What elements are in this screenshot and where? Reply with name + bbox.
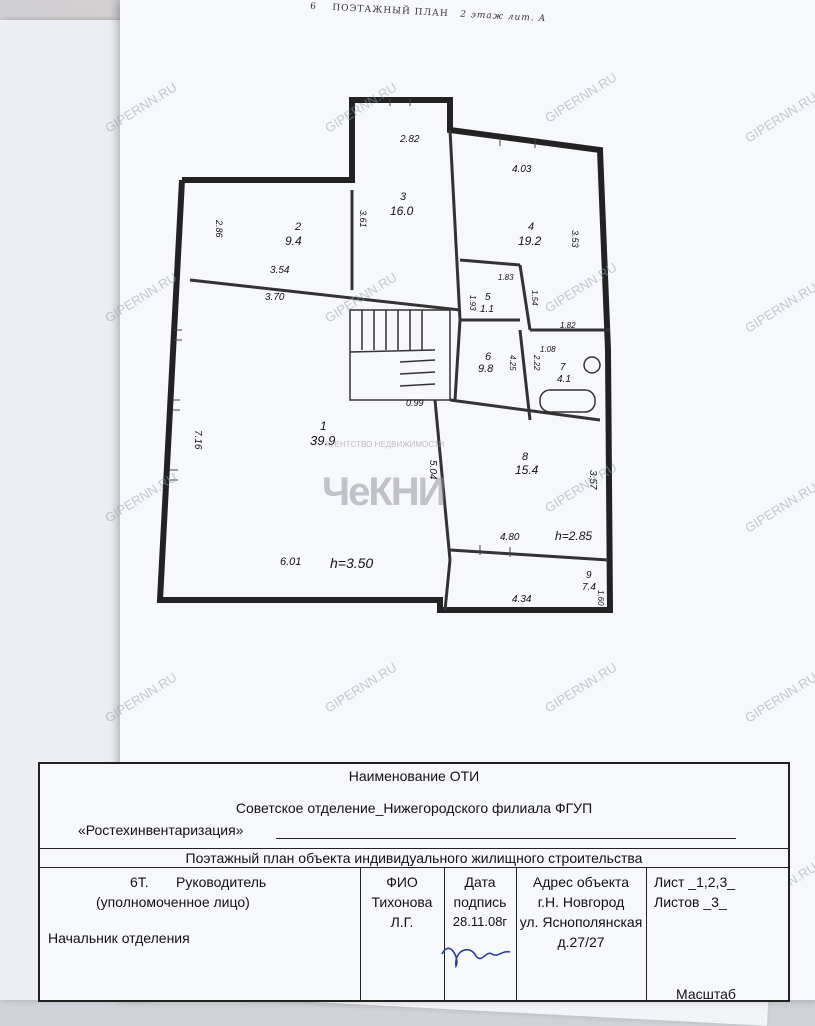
room-8-number: 8 <box>522 451 529 463</box>
prefix-label: 6Т. <box>130 874 149 890</box>
dim-1-93: 1.93 <box>468 295 477 311</box>
room-9-area: 7.4 <box>582 582 596 593</box>
date-header: Дата <box>464 874 496 890</box>
dim-1-82: 1.82 <box>560 321 576 330</box>
dim-5-04: 5.04 <box>427 460 438 480</box>
role-header-sub: (уполномоченное лицо) <box>96 894 250 910</box>
column-divider <box>444 867 445 1000</box>
bathroom-fixtures <box>539 356 601 413</box>
dim-0-99: 0.99 <box>406 398 424 408</box>
organization-name: Советское отделение_Нижегородского филиа… <box>235 800 593 816</box>
dim-3-54: 3.54 <box>270 265 290 276</box>
underline <box>276 838 736 839</box>
dim-4-03: 4.03 <box>512 164 532 175</box>
sheet-count: Листов _3_ <box>654 894 727 910</box>
dim-4-80: 4.80 <box>500 532 520 543</box>
logo-subtitle: АГЕНТСТВО НЕДВИЖИМОСТИ <box>325 440 445 449</box>
dim-6-01: 6.01 <box>280 556 301 568</box>
room-1-area: 39.9 <box>310 433 335 448</box>
room-7-number: 7 <box>560 362 566 373</box>
dim-2-22: 2.22 <box>532 354 541 371</box>
room-4-area: 19.2 <box>518 234 542 248</box>
dim-3-57: 3.57 <box>587 470 598 490</box>
dim-4-25: 4.25 <box>508 355 517 371</box>
windows <box>170 98 536 557</box>
document-name: Поэтажный план объекта индивидуального ж… <box>185 850 643 866</box>
signature-header: подпись <box>453 894 507 910</box>
address-city: г.Н. Новгород <box>537 894 625 910</box>
column-divider <box>516 867 517 1000</box>
room-2-number: 2 <box>294 221 301 233</box>
dim-2-86: 2.86 <box>214 219 224 238</box>
dim-7-16: 7.16 <box>192 430 203 450</box>
address-street: ул. Яснополянская <box>519 914 643 930</box>
room-5-number: 5 <box>485 292 491 303</box>
fio-header: ФИО <box>386 874 418 890</box>
divider <box>40 848 788 849</box>
room-3-number: 3 <box>400 191 407 203</box>
dim-1-60: 1.60 <box>596 590 605 606</box>
outer-walls <box>156 97 614 613</box>
dim-1-54: 1.54 <box>530 290 539 306</box>
title-block: Наименование ОТИ Советское отделение_Ниж… <box>38 762 790 1002</box>
title-block-heading: Наименование ОТИ <box>348 768 480 784</box>
room-7-area: 4.1 <box>557 374 571 385</box>
organization-name-2: «Ростехинвентаризация» <box>78 822 244 838</box>
room-1-number: 1 <box>320 419 327 433</box>
agency-logo: ЧеКНИ <box>322 470 446 514</box>
dim-3-53: 3.53 <box>570 230 580 248</box>
dim-2-82: 2.82 <box>399 134 420 145</box>
stairs <box>349 309 451 401</box>
room-4-number: 4 <box>528 221 534 233</box>
role-header: Руководитель <box>176 874 267 890</box>
column-divider <box>360 867 361 1000</box>
room-6-number: 6 <box>485 351 492 363</box>
room-9-number: 9 <box>586 570 592 581</box>
sheet-number: Лист _1,2,3_ <box>654 874 736 890</box>
fio-value: Тихонова <box>371 894 433 910</box>
ceiling-height-1: h=3.50 <box>330 555 373 571</box>
floor-plan-drawing: 2 9.4 3 16.0 4 19.2 5 1.1 6 9.8 7 4.1 1 … <box>156 97 614 613</box>
page-number: 6 <box>309 1 318 13</box>
divider <box>40 867 788 868</box>
room-8-area: 15.4 <box>515 463 539 477</box>
address-header: Адрес объекта <box>532 874 630 890</box>
role-value: Начальник отделения <box>48 930 190 946</box>
room-6-area: 9.8 <box>478 363 494 375</box>
date-value: 28.11.08г <box>452 914 508 929</box>
inner-walls <box>189 129 610 611</box>
column-divider <box>646 867 647 1000</box>
signature <box>441 947 511 969</box>
room-3-area: 16.0 <box>390 204 414 218</box>
room-5-area: 1.1 <box>480 304 494 315</box>
ceiling-height-2: h=2.85 <box>555 529 592 543</box>
dim-3-61: 3.61 <box>358 210 368 228</box>
dim-4-34: 4.34 <box>512 594 532 605</box>
address-house: д.27/27 <box>557 934 605 950</box>
dim-3-70: 3.70 <box>265 292 285 303</box>
scale-label: Масштаб <box>676 986 736 1002</box>
fio-initials: Л.Г. <box>390 914 414 930</box>
dim-1-83: 1.83 <box>498 273 514 282</box>
dim-1-08: 1.08 <box>540 345 556 354</box>
room-2-area: 9.4 <box>285 234 302 248</box>
